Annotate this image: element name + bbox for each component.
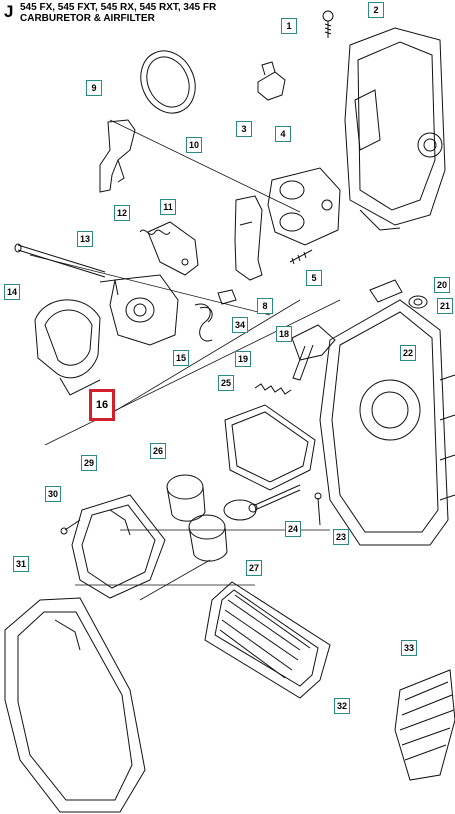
part-screen (394, 669, 455, 781)
part-ring (140, 50, 196, 114)
callout-14[interactable]: 14 (4, 284, 20, 300)
callout-18[interactable]: 18 (276, 326, 292, 342)
part-bolt-5 (289, 249, 313, 265)
callout-2[interactable]: 2 (368, 2, 384, 18)
callout-11[interactable]: 11 (160, 199, 176, 215)
part-bracket-center (234, 195, 263, 281)
callout-12[interactable]: 12 (114, 205, 130, 221)
callout-19[interactable]: 19 (235, 351, 251, 367)
part-bolt-24 (248, 484, 301, 513)
part-plug (257, 61, 286, 101)
callout-10[interactable]: 10 (186, 137, 202, 153)
callout-1[interactable]: 1 (281, 18, 297, 34)
part-prefilter-27 (188, 499, 257, 562)
callout-21[interactable]: 21 (437, 298, 453, 314)
callout-13[interactable]: 13 (77, 231, 93, 247)
callout-26[interactable]: 26 (150, 443, 166, 459)
part-bracket-left (99, 119, 136, 193)
part-housing (344, 27, 446, 231)
part-prefilter-26 (166, 474, 206, 522)
callout-16-highlighted[interactable]: 16 (89, 389, 115, 421)
section-title: CARBURETOR & AIRFILTER (20, 13, 155, 24)
callout-30[interactable]: 30 (45, 486, 61, 502)
callout-34[interactable]: 34 (232, 317, 248, 333)
callout-25[interactable]: 25 (218, 375, 234, 391)
callout-3[interactable]: 3 (236, 121, 252, 137)
part-manifold (267, 167, 341, 246)
callout-31[interactable]: 31 (13, 556, 29, 572)
part-air-filter (204, 581, 331, 699)
callout-24[interactable]: 24 (285, 521, 301, 537)
part-choke-lever (291, 324, 336, 381)
part-shroud (319, 299, 455, 546)
part-screw-30 (60, 519, 81, 535)
callout-20[interactable]: 20 (434, 277, 450, 293)
part-clip (217, 289, 237, 305)
callout-32[interactable]: 32 (334, 698, 350, 714)
part-spring (139, 229, 171, 235)
callout-27[interactable]: 27 (246, 560, 262, 576)
callout-23[interactable]: 23 (333, 529, 349, 545)
callout-9[interactable]: 9 (86, 80, 102, 96)
part-top-cover (4, 597, 146, 813)
part-filter-cover (71, 494, 166, 599)
part-screw (322, 10, 334, 38)
callout-33[interactable]: 33 (401, 640, 417, 656)
callout-5[interactable]: 5 (306, 270, 322, 286)
callout-4[interactable]: 4 (275, 126, 291, 142)
part-linkage (147, 221, 199, 276)
callout-22[interactable]: 22 (400, 345, 416, 361)
callout-8[interactable]: 8 (257, 298, 273, 314)
part-grommet (369, 279, 428, 309)
callout-15[interactable]: 15 (173, 350, 189, 366)
section-letter: J (4, 2, 14, 21)
part-rod (14, 243, 106, 278)
part-carburetor (99, 274, 179, 346)
model-list: 545 FX, 545 FXT, 545 RX, 545 RXT, 345 FR (20, 2, 217, 13)
callout-29[interactable]: 29 (81, 455, 97, 471)
part-hose (194, 303, 213, 342)
part-cover-16 (34, 299, 101, 396)
part-gasket-25 (224, 404, 316, 491)
part-spring-19 (254, 383, 292, 395)
part-screw-23 (314, 492, 322, 526)
